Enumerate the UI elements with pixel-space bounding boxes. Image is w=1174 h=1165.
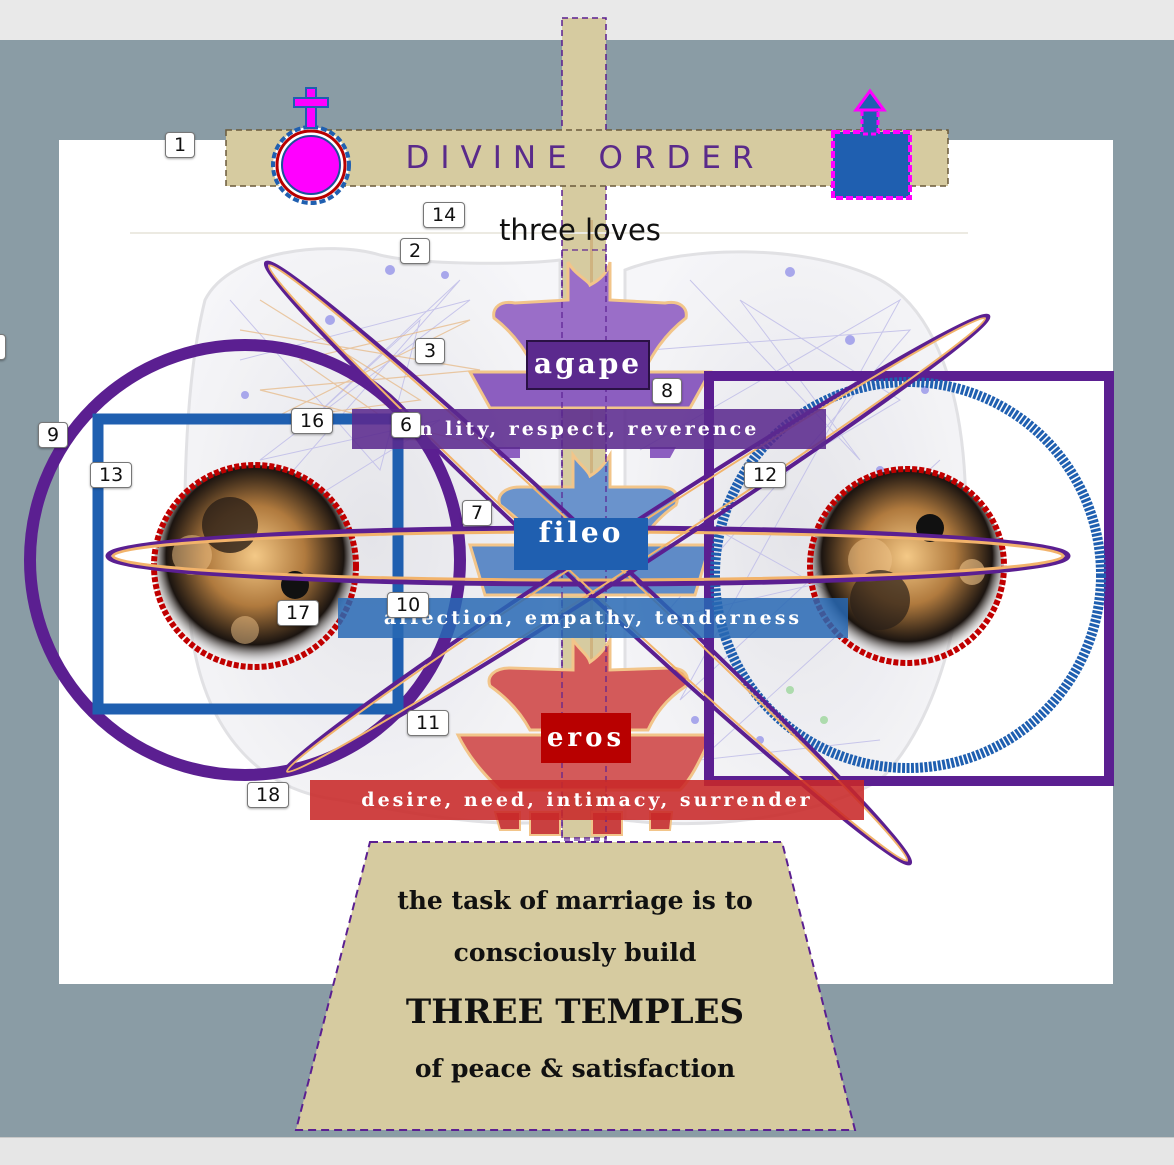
left-blue-square — [92, 413, 404, 715]
marker-tag[interactable]: 12 — [744, 462, 787, 488]
marker-tag[interactable]: 11 — [407, 710, 450, 736]
agape-qualities-band: n lity, respect, reverence — [352, 409, 826, 449]
marker-tag[interactable]: 16 — [291, 408, 334, 434]
marker-tag[interactable]: 6 — [391, 412, 422, 438]
pedestal-line-3: THREE TEMPLES — [405, 992, 745, 1032]
pedestal-line-4: of peace & satisfaction — [414, 1054, 736, 1083]
marker-tag[interactable]: 3 — [415, 338, 446, 364]
bottom-bar — [0, 1137, 1174, 1165]
marker-tag[interactable]: 14 — [423, 202, 466, 228]
marker-tag[interactable]: 17 — [277, 600, 320, 626]
marker-tag[interactable]: 10 — [387, 592, 430, 618]
pedestal-line-1: the task of marriage is to — [397, 886, 753, 915]
fileo-label: fileo — [514, 518, 648, 570]
marker-tag[interactable]: 9 — [38, 422, 69, 448]
marker-tag[interactable]: 1 — [165, 132, 196, 158]
agape-label: agape — [526, 340, 650, 390]
three-loves-heading: three loves — [499, 213, 661, 247]
marker-tag[interactable]: 18 — [247, 782, 290, 808]
marker-tag[interactable]: 8 — [652, 378, 683, 404]
divine-order-title: DIVINE ORDER — [405, 140, 765, 176]
marker-tag-edge[interactable] — [0, 334, 6, 360]
pedestal — [294, 841, 857, 1131]
mars-symbol-icon — [831, 88, 912, 200]
marker-tag[interactable]: 2 — [400, 238, 431, 264]
marker-tag[interactable]: 13 — [90, 462, 133, 488]
left-purple-circle — [24, 339, 466, 781]
eros-label: eros — [541, 713, 631, 763]
marker-tag[interactable]: 7 — [462, 500, 493, 526]
yin-yang-left-icon — [151, 462, 359, 670]
venus-symbol-icon — [271, 87, 351, 205]
pedestal-line-2: consciously build — [453, 938, 697, 967]
eros-qualities-band: desire, need, intimacy, surrender — [310, 780, 864, 820]
